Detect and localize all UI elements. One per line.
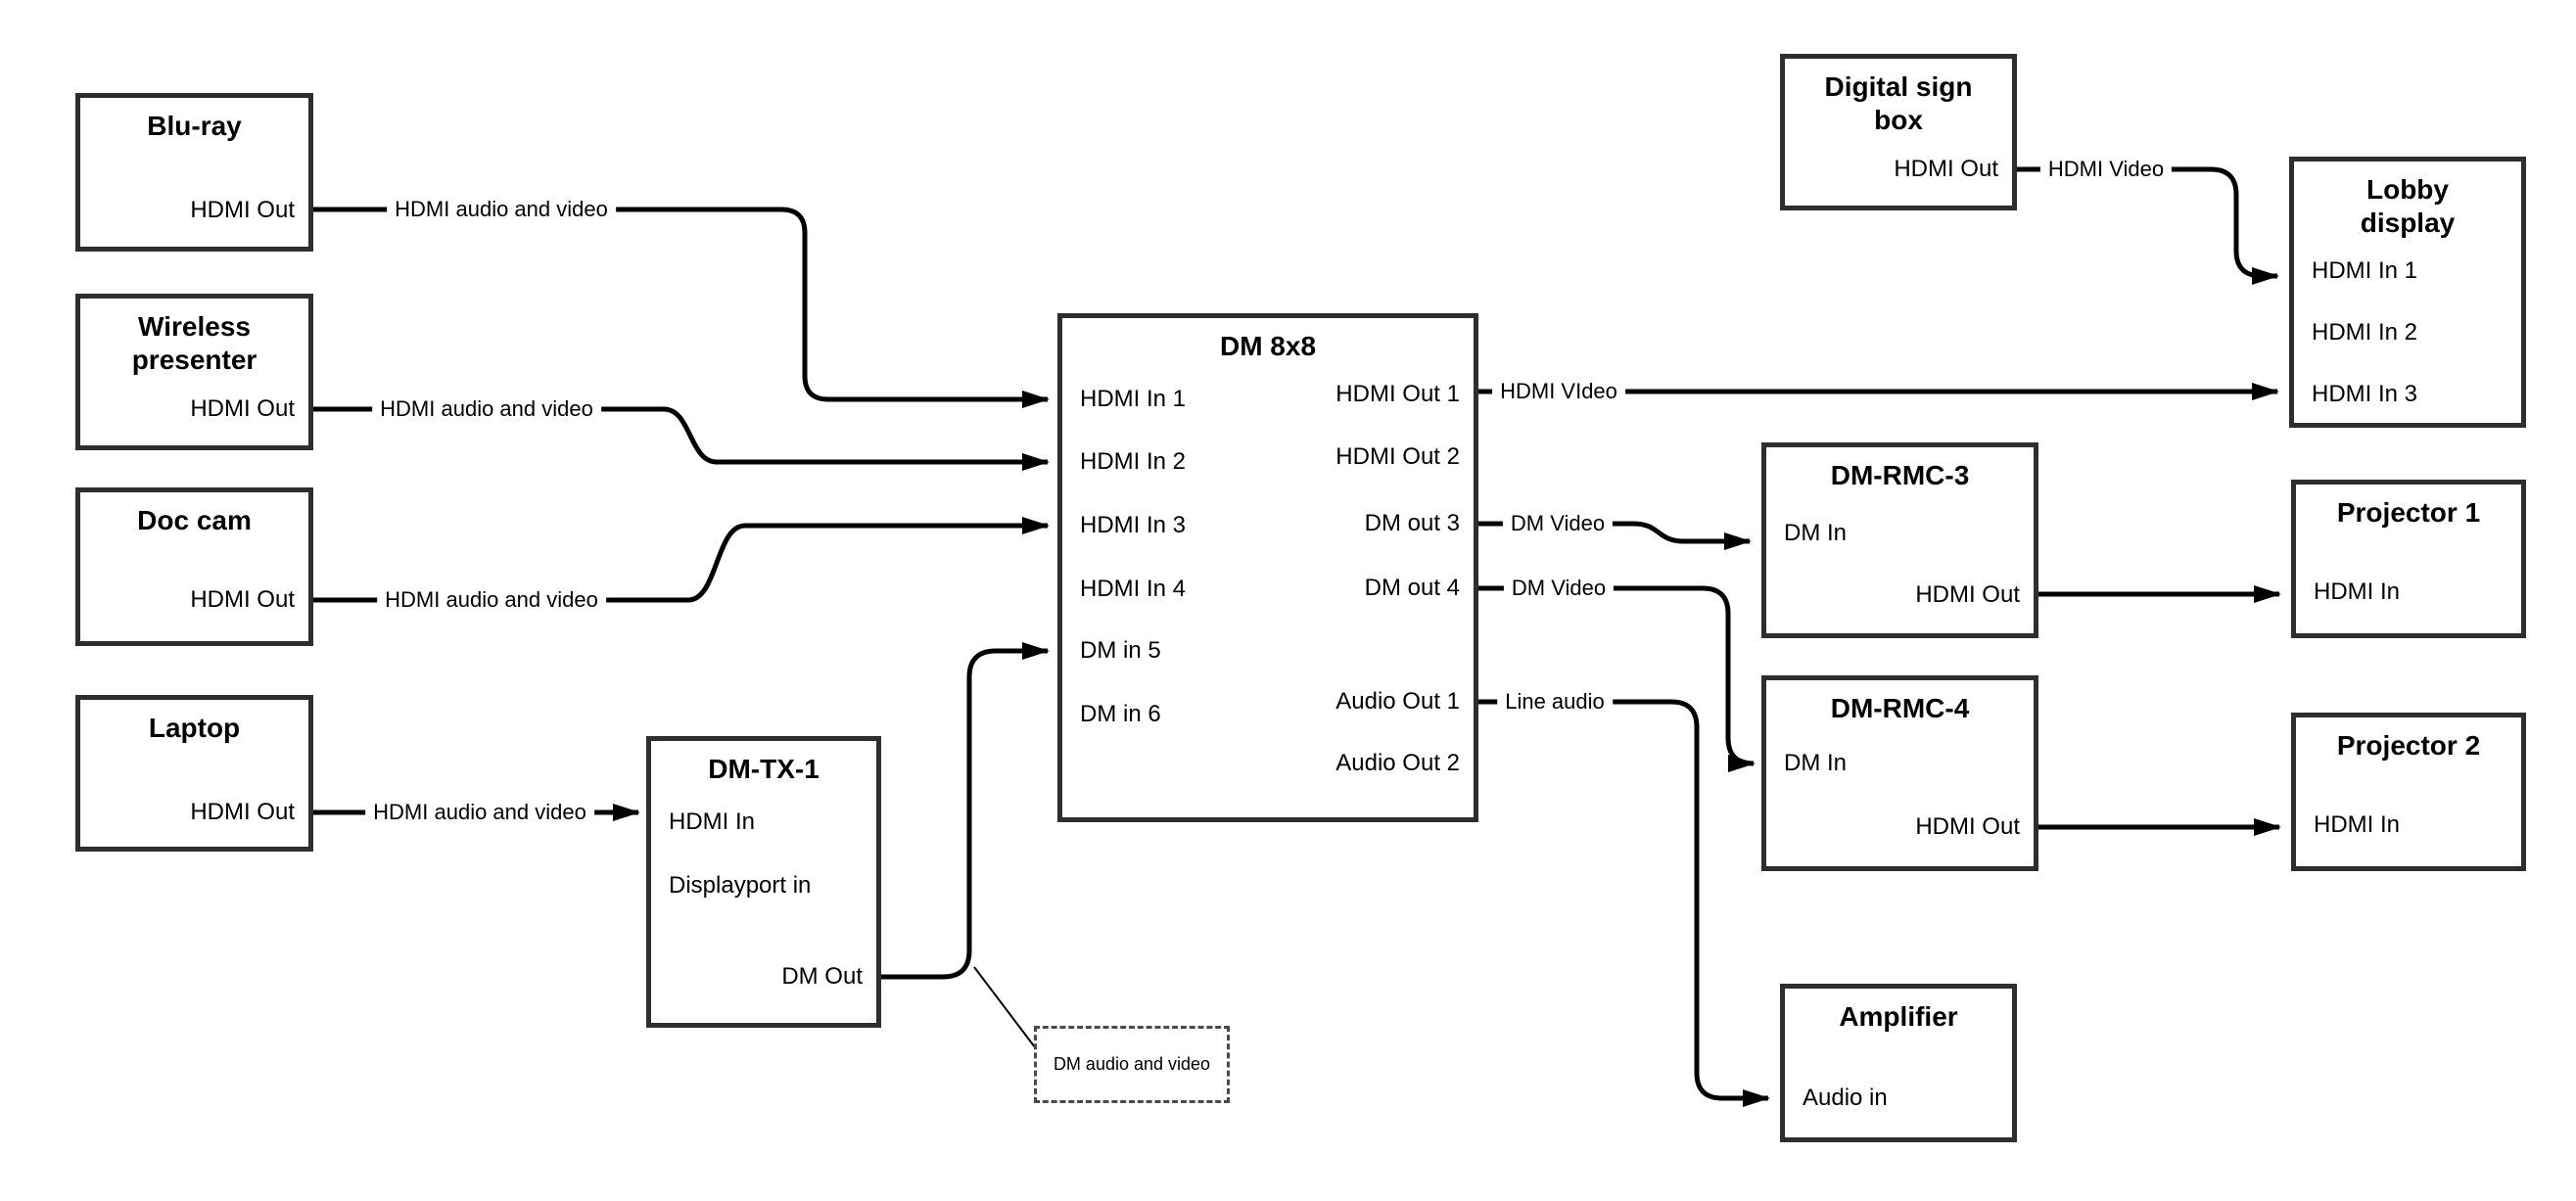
edge-label-wireless-hdmi-av: HDMI audio and video bbox=[372, 396, 601, 422]
callout-leader-line bbox=[973, 966, 1036, 1048]
port-dm8x8-hdmi-in-3: HDMI In 3 bbox=[1080, 512, 1187, 538]
edge-label-hdmi-video-out1: HDMI VIdeo bbox=[1492, 379, 1625, 404]
node-projector-2: Projector 2 HDMI In bbox=[2291, 713, 2526, 871]
port-signbox-hdmi-out: HDMI Out bbox=[1894, 156, 1998, 182]
port-dm8x8-audio-out-1: Audio Out 1 bbox=[1335, 688, 1460, 715]
node-rmc3-title: DM-RMC-3 bbox=[1830, 460, 1970, 490]
port-dmtx1-displayport-in: Displayport in bbox=[669, 872, 812, 899]
port-dm8x8-hdmi-in-1: HDMI In 1 bbox=[1080, 386, 1187, 412]
node-dm8x8-title: DM 8x8 bbox=[1219, 331, 1317, 361]
port-projector1-hdmi-in: HDMI In bbox=[2314, 578, 2401, 605]
port-dm8x8-hdmi-out-2: HDMI Out 2 bbox=[1335, 443, 1460, 470]
port-rmc3-dm-in: DM In bbox=[1784, 520, 1848, 546]
edge-label-bluray-hdmi-av: HDMI audio and video bbox=[387, 197, 616, 222]
callout-dm-audio-video: DM audio and video bbox=[1034, 1026, 1230, 1103]
node-rmc4-title: DM-RMC-4 bbox=[1830, 693, 1970, 723]
port-dmtx1-dm-out: DM Out bbox=[781, 963, 863, 990]
port-dm8x8-hdmi-in-4: HDMI In 4 bbox=[1080, 576, 1187, 602]
node-amplifier: Amplifier Audio in bbox=[1780, 984, 2017, 1142]
port-laptop-hdmi-out: HDMI Out bbox=[190, 799, 295, 825]
node-doc-cam: Doc cam HDMI Out bbox=[75, 487, 313, 646]
node-wireless-presenter: Wireless presenter HDMI Out bbox=[75, 294, 313, 450]
port-dm8x8-dm-in-6: DM in 6 bbox=[1080, 701, 1161, 727]
port-rmc3-hdmi-out: HDMI Out bbox=[1915, 581, 2020, 608]
edge-label-dm-video-out4: DM Video bbox=[1503, 576, 1615, 601]
port-dm8x8-dm-in-5: DM in 5 bbox=[1080, 637, 1161, 664]
node-amplifier-title: Amplifier bbox=[1839, 1001, 1958, 1032]
node-dm-rmc-3: DM-RMC-3 DM In HDMI Out bbox=[1761, 442, 2038, 638]
connector-dm8x8-out4-to-rmc4-dmin bbox=[1478, 585, 1756, 772]
port-rmc4-dm-in: DM In bbox=[1784, 750, 1848, 776]
connector-bluray-to-dm8x8-in1 bbox=[313, 207, 1050, 408]
port-bluray-hdmi-out: HDMI Out bbox=[190, 197, 295, 223]
edge-label-hdmi-video-sign: HDMI Video bbox=[2039, 157, 2173, 182]
node-projector1-title: Projector 1 bbox=[2336, 497, 2481, 528]
node-digital-sign-title: Digital sign box bbox=[1824, 71, 1973, 135]
edge-label-line-audio: Line audio bbox=[1497, 689, 1613, 715]
connector-signbox-to-lobby-in1 bbox=[2017, 166, 2279, 285]
edge-label-dm-video-out3: DM Video bbox=[1502, 511, 1614, 536]
port-dm8x8-hdmi-in-2: HDMI In 2 bbox=[1080, 448, 1187, 475]
node-projector2-title: Projector 2 bbox=[2336, 730, 2481, 761]
connector-doccam-to-dm8x8-in3 bbox=[313, 517, 1050, 603]
port-dm8x8-dm-out-3: DM out 3 bbox=[1364, 510, 1460, 536]
node-projector-1: Projector 1 HDMI In bbox=[2291, 480, 2526, 638]
node-dm-rmc-4: DM-RMC-4 DM In HDMI Out bbox=[1761, 675, 2038, 871]
node-lobby-display: Lobby display HDMI In 1 HDMI In 2 HDMI I… bbox=[2289, 157, 2526, 428]
port-dm8x8-audio-out-2: Audio Out 2 bbox=[1335, 750, 1460, 776]
port-wireless-hdmi-out: HDMI Out bbox=[190, 395, 295, 422]
port-lobby-hdmi-in-3: HDMI In 3 bbox=[2312, 381, 2418, 407]
port-rmc4-hdmi-out: HDMI Out bbox=[1915, 813, 2020, 840]
port-lobby-hdmi-in-2: HDMI In 2 bbox=[2312, 319, 2418, 346]
node-dm-tx-1: DM-TX-1 HDMI In Displayport in DM Out bbox=[646, 736, 881, 1028]
port-amplifier-audio-in: Audio in bbox=[1803, 1085, 1888, 1111]
port-dmtx1-hdmi-in: HDMI In bbox=[669, 808, 756, 835]
connector-dmtx1-dmout-to-dm8x8-in5 bbox=[881, 642, 1050, 980]
node-wireless-title: Wireless presenter bbox=[131, 311, 258, 375]
node-doc-cam-title: Doc cam bbox=[137, 505, 252, 535]
port-lobby-hdmi-in-1: HDMI In 1 bbox=[2312, 257, 2418, 284]
node-digital-sign-box: Digital sign box HDMI Out bbox=[1780, 54, 2017, 210]
node-laptop-title: Laptop bbox=[148, 713, 241, 743]
node-bluray-title: Blu-ray bbox=[147, 111, 242, 141]
node-laptop: Laptop HDMI Out bbox=[75, 695, 313, 852]
port-dm8x8-hdmi-out-1: HDMI Out 1 bbox=[1335, 381, 1460, 407]
port-dm8x8-dm-out-4: DM out 4 bbox=[1364, 575, 1460, 601]
node-dm-tx-1-title: DM-TX-1 bbox=[708, 754, 820, 784]
edge-label-doccam-hdmi-av: HDMI audio and video bbox=[377, 587, 606, 613]
connector-dm8x8-out3-to-rmc3-dmin bbox=[1478, 521, 1752, 550]
connector-dm8x8-audio1-to-amplifier bbox=[1478, 699, 1770, 1107]
callout-text: DM audio and video bbox=[1053, 1054, 1211, 1074]
port-projector2-hdmi-in: HDMI In bbox=[2314, 811, 2401, 838]
node-lobby-title: Lobby display bbox=[2360, 174, 2456, 238]
port-doc-cam-hdmi-out: HDMI Out bbox=[190, 586, 295, 613]
node-dm-8x8: DM 8x8 HDMI In 1 HDMI In 2 HDMI In 3 HDM… bbox=[1057, 313, 1478, 822]
node-bluray: Blu-ray HDMI Out bbox=[75, 93, 313, 252]
connector-wireless-to-dm8x8-in2 bbox=[313, 406, 1050, 471]
edge-label-laptop-hdmi-av: HDMI audio and video bbox=[365, 800, 594, 825]
